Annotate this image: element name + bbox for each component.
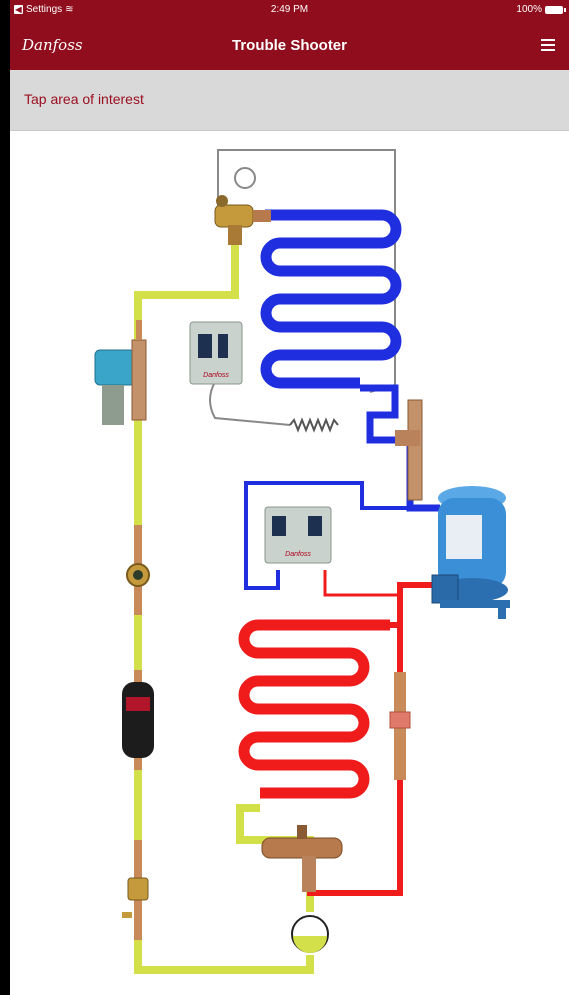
pressure-switch-capillary (209, 381, 291, 426)
page-title: Trouble Shooter (231, 37, 347, 54)
discharge-sight-glass[interactable] (389, 672, 411, 780)
shut-off-valve[interactable] (122, 840, 149, 940)
receiver[interactable] (291, 915, 329, 953)
instruction-bar: Tap area of interest (10, 70, 569, 131)
control-brand-label: Danfoss (203, 372, 229, 379)
hamburger-line (541, 44, 555, 46)
compressor[interactable] (431, 486, 510, 619)
nav-bar: Danfoss Trouble Shooter (10, 20, 569, 70)
heat-exchanger-tee[interactable] (395, 399, 423, 501)
capillary-loop (234, 167, 256, 189)
expansion-valve[interactable] (214, 195, 271, 245)
instruction-text: Tap area of interest (24, 91, 144, 107)
condenser[interactable] (238, 619, 390, 799)
battery-icon (545, 5, 566, 14)
solenoid-valve[interactable] (94, 320, 147, 425)
back-arrow-icon: ◀ (14, 5, 23, 14)
evaporator[interactable] (260, 209, 402, 389)
status-time: 2:49 PM (270, 4, 309, 15)
back-label: Settings (26, 4, 63, 15)
brand-logo: Danfoss (22, 36, 83, 54)
pressure-regulator[interactable] (261, 825, 343, 892)
switch-brand-label: Danfoss (285, 551, 311, 558)
status-bar: ◀ Settings ≋ 2:49 PM 100% (10, 0, 569, 20)
status-right: 100% (516, 4, 566, 15)
filter-drier[interactable] (122, 670, 154, 770)
sensor-coil (289, 417, 339, 433)
sight-glass[interactable] (126, 525, 150, 615)
thermostat-control[interactable]: Danfoss (189, 321, 243, 385)
battery-percent: 100% (516, 4, 542, 15)
refrigeration-diagram: Danfoss Danfoss (94, 149, 510, 974)
back-to-settings[interactable]: ◀ Settings ≋ (14, 4, 74, 15)
app-screen: ◀ Settings ≋ 2:49 PM 100% Danfoss Troubl… (10, 0, 569, 995)
hamburger-icon (541, 39, 555, 41)
hamburger-line (541, 49, 555, 51)
menu-button[interactable] (541, 39, 555, 51)
wifi-icon: ≋ (65, 4, 74, 15)
dual-pressure-switch[interactable]: Danfoss (264, 506, 332, 564)
